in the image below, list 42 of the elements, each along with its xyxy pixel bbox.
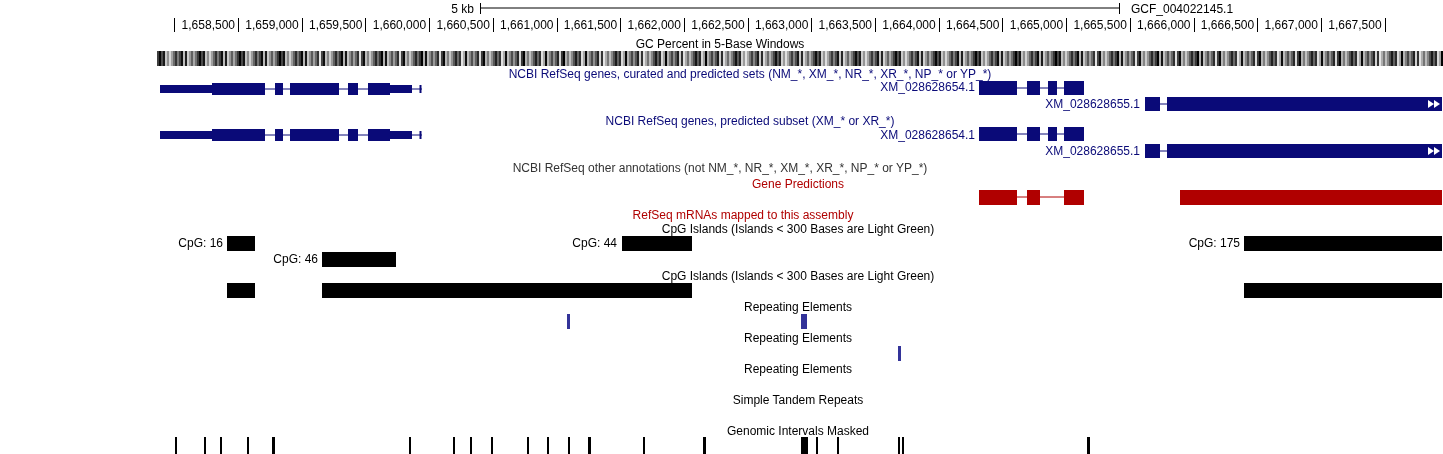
gene-name: XM_028628655.1 bbox=[1045, 144, 1140, 158]
gene-name: XM_028628654.1 bbox=[880, 128, 975, 142]
position-label: 1,662,500 bbox=[691, 18, 745, 32]
track-title: Simple Tandem Repeats bbox=[732, 393, 864, 407]
position-label: 1,667,000 bbox=[1264, 18, 1318, 32]
gene-name: XM_028628655.1 bbox=[1045, 97, 1140, 111]
cpg-island-label: CpG: 175 bbox=[1188, 236, 1240, 250]
track-title: Genomic Intervals Masked bbox=[726, 424, 870, 438]
track-title: Repeating Elements bbox=[743, 362, 853, 376]
position-label: 1,659,000 bbox=[245, 18, 299, 32]
position-label: 1,661,000 bbox=[500, 18, 554, 32]
track-title: NCBI RefSeq other annotations (not NM_*, NR_*, XM_*, XR_*, NP_* or YP_*) bbox=[512, 161, 928, 175]
position-label: 1,666,500 bbox=[1200, 18, 1255, 32]
track-title: Repeating Elements bbox=[743, 300, 853, 314]
track-title: CpG Islands (Islands < 300 Bases are Light Green) bbox=[661, 222, 935, 236]
cpg-island-label: CpG: 46 bbox=[273, 252, 318, 266]
position-label: 1,665,500 bbox=[1073, 18, 1127, 32]
cpg-island-label: CpG: 44 bbox=[572, 236, 617, 250]
position-label: 1,664,500 bbox=[946, 18, 1000, 32]
position-label: 1,663,500 bbox=[818, 18, 872, 32]
position-label: 1,662,000 bbox=[627, 18, 681, 32]
track-title: NCBI RefSeq genes, predicted subset (XM_* or XR_*) bbox=[605, 114, 895, 128]
track-title: Gene Predictions bbox=[751, 177, 845, 191]
position-label: 1,664,000 bbox=[882, 18, 936, 32]
track-title: GC Percent in 5-Base Windows bbox=[635, 37, 805, 51]
position-label: 1,660,500 bbox=[436, 18, 490, 32]
position-label: 1,665,000 bbox=[1009, 18, 1064, 32]
gene-name: XM_028628654.1 bbox=[880, 80, 975, 94]
track-title: Repeating Elements bbox=[743, 331, 853, 345]
position-label: 1,658,500 bbox=[181, 18, 235, 32]
position-label: 1,663,000 bbox=[754, 18, 809, 32]
assembly-name: GCF_004022145.1 bbox=[1131, 2, 1234, 16]
position-label: 1,659,500 bbox=[309, 18, 363, 32]
position-label: 1,661,500 bbox=[563, 18, 618, 32]
track-title: NCBI RefSeq genes, curated and predicted sets (NM_*, XM_*, NR_*, XR_*, NP_* or YP_*) bbox=[508, 67, 992, 81]
position-label: 1,667,500 bbox=[1328, 18, 1382, 32]
position-label: 1,666,000 bbox=[1137, 18, 1191, 32]
track-title: RefSeq mRNAs mapped to this assembly bbox=[632, 208, 854, 222]
track-title: CpG Islands (Islands < 300 Bases are Light Green) bbox=[661, 269, 935, 283]
position-label: 1,660,000 bbox=[372, 18, 427, 32]
scale-label: 5 kb bbox=[451, 2, 474, 16]
cpg-island-label: CpG: 16 bbox=[178, 236, 223, 250]
